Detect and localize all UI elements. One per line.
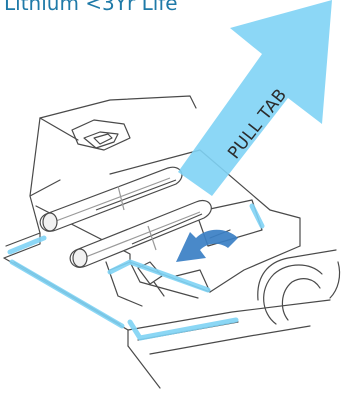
device-body [4,96,340,388]
pull-tab-arrow: PULL TAB [178,0,332,196]
rotate-arrow-icon [176,230,238,262]
